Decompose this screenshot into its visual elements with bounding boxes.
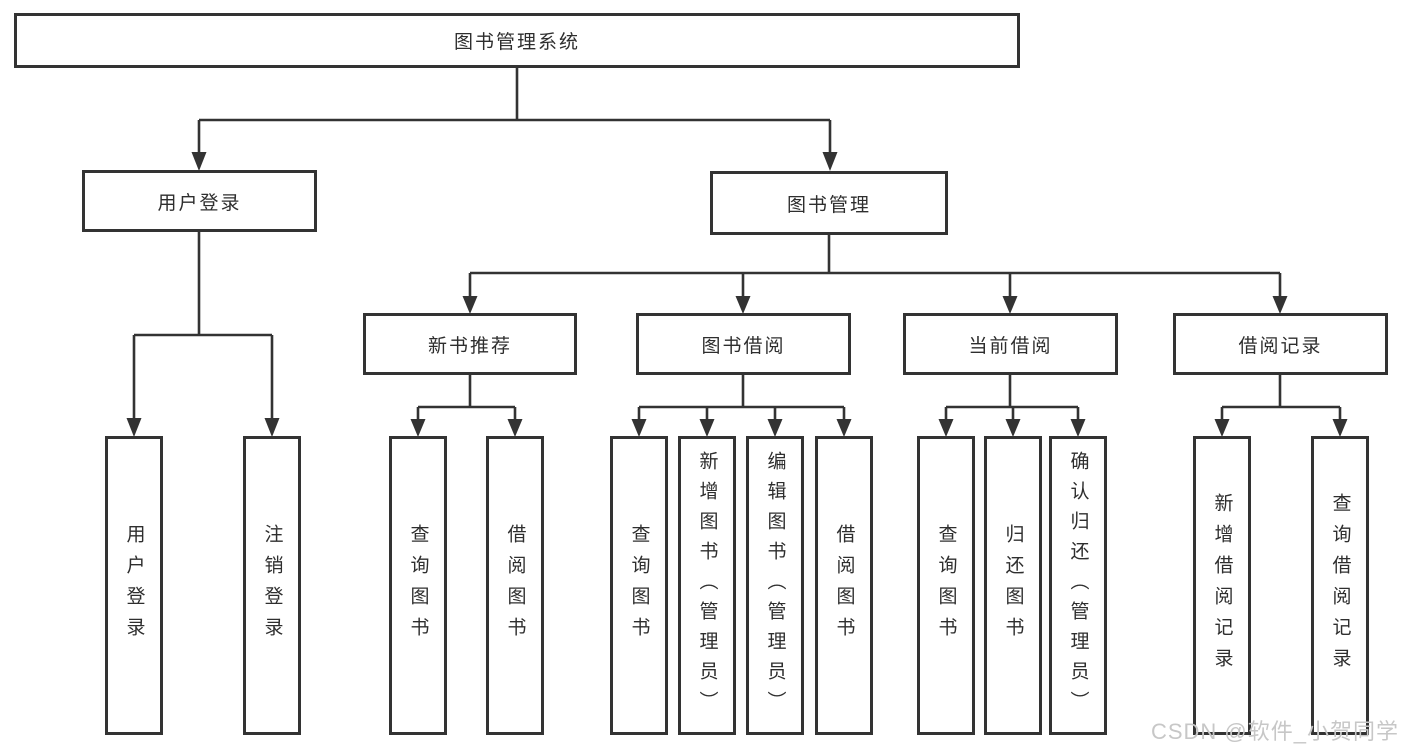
node-new-book-recommend: 新书推荐: [363, 313, 577, 375]
leaf-query-books-current: 查询图书: [917, 436, 975, 735]
leaf-query-borrow-record: 查询借阅记录: [1311, 436, 1369, 735]
node-label: 查询借阅记录: [1329, 492, 1351, 679]
node-label: 借阅记录: [1238, 335, 1323, 357]
node-label: 新增图书（管理员）: [696, 450, 718, 721]
node-label: 编辑图书（管理员）: [764, 450, 786, 721]
node-label: 用户登录: [157, 192, 242, 214]
leaf-borrow-books-recommend: 借阅图书: [486, 436, 544, 735]
node-label: 图书管理系统: [453, 32, 580, 53]
node-label: 借阅图书: [504, 523, 526, 648]
node-borrow-records: 借阅记录: [1173, 313, 1388, 375]
leaf-user-login: 用户登录: [105, 436, 163, 735]
node-user-login: 用户登录: [82, 170, 317, 232]
leaf-confirm-return-admin: 确认归还（管理员）: [1049, 436, 1107, 735]
node-label: 借阅图书: [833, 523, 855, 648]
node-label: 查询图书: [628, 523, 650, 648]
node-label: 图书借阅: [701, 335, 786, 357]
node-library-system: 图书管理系统: [14, 13, 1020, 68]
leaf-borrow-books: 借阅图书: [815, 436, 873, 735]
node-label: 查询图书: [935, 523, 957, 648]
node-label: 确认归还（管理员）: [1067, 450, 1089, 721]
csdn-watermark: CSDN @软件_小贺同学: [1150, 719, 1399, 744]
node-label: 查询图书: [407, 523, 429, 648]
node-label: 注销登录: [261, 523, 283, 648]
leaf-logout: 注销登录: [243, 436, 301, 735]
leaf-edit-books-admin: 编辑图书（管理员）: [746, 436, 804, 735]
node-label: 归还图书: [1002, 523, 1024, 648]
leaf-add-borrow-record: 新增借阅记录: [1193, 436, 1251, 735]
node-label: 当前借阅: [968, 335, 1053, 357]
leaf-return-books: 归还图书: [984, 436, 1042, 735]
leaf-query-books-recommend: 查询图书: [389, 436, 447, 735]
node-label: 用户登录: [123, 523, 145, 648]
node-label: 图书管理: [786, 194, 871, 216]
node-label: 新增借阅记录: [1211, 492, 1233, 679]
leaf-add-books-admin: 新增图书（管理员）: [678, 436, 736, 735]
leaf-query-books-borrow: 查询图书: [610, 436, 668, 735]
node-book-borrow: 图书借阅: [636, 313, 851, 375]
node-current-borrow: 当前借阅: [903, 313, 1118, 375]
node-label: 新书推荐: [427, 335, 512, 357]
node-book-management: 图书管理: [710, 171, 948, 235]
